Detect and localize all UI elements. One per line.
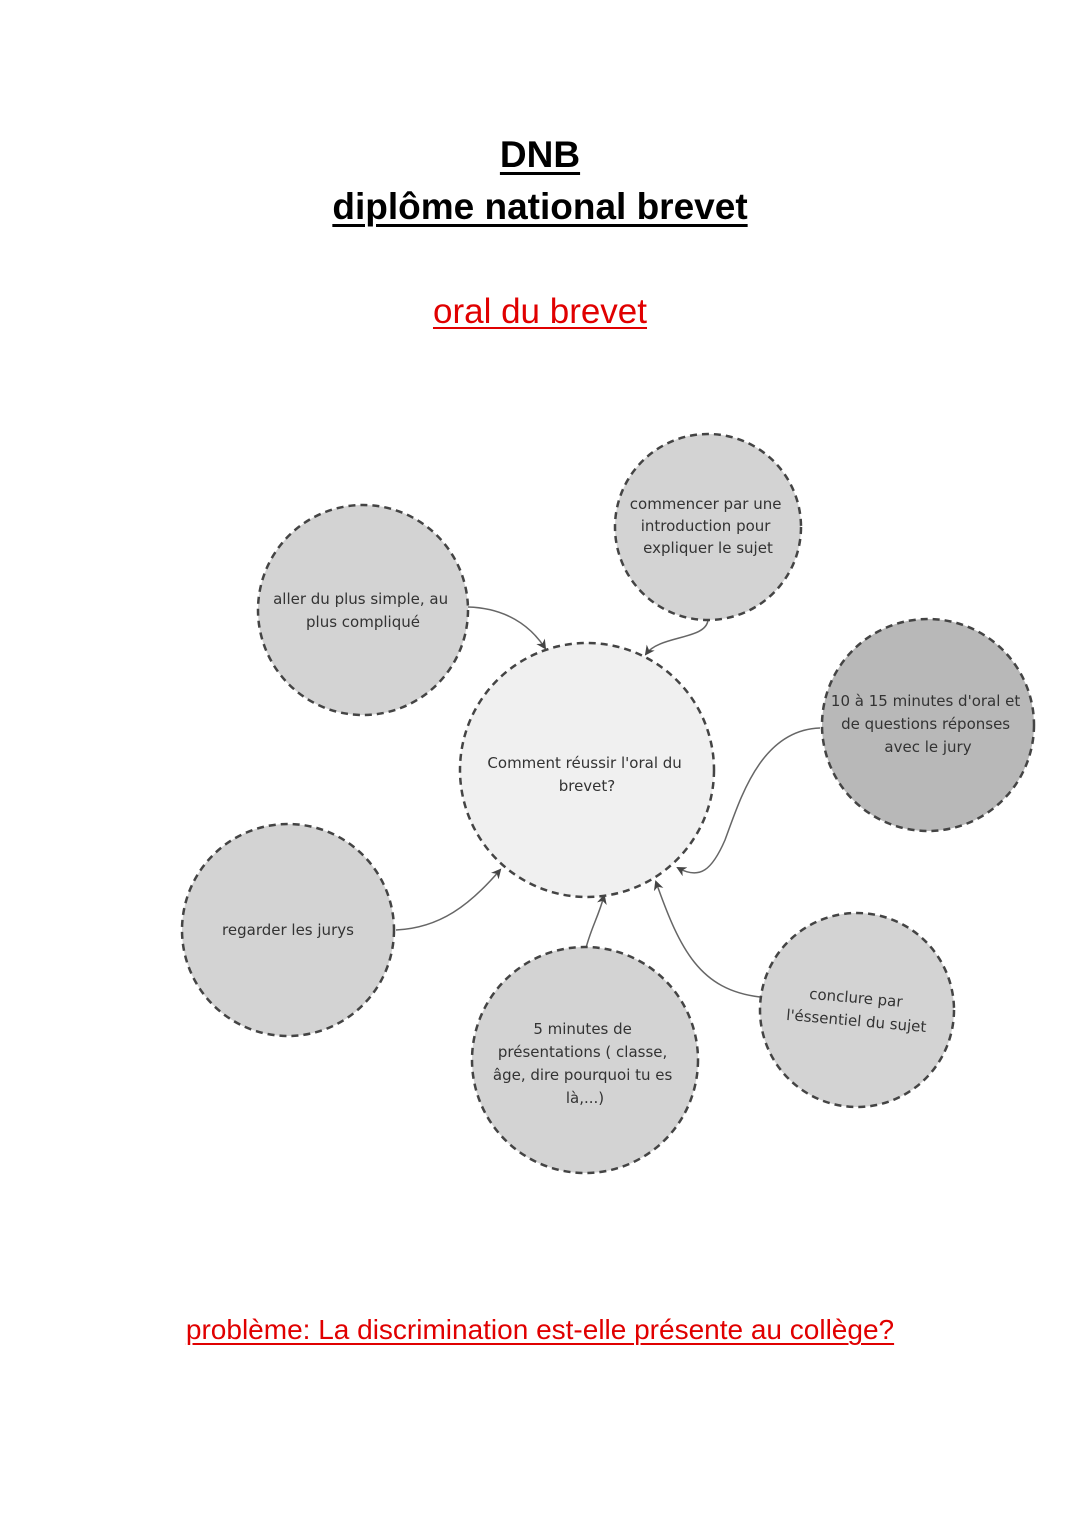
connector-simple [467, 606, 547, 650]
svg-text:10 à 15 minutes d'oral et: 10 à 15 minutes d'oral et de questions r… [831, 692, 1025, 756]
node-intro-line-1: commencer par une [630, 495, 782, 513]
center-circle [458, 641, 716, 899]
node-simple-circle [256, 503, 470, 717]
node-jury-circle [180, 822, 396, 1038]
node-intro-circle [613, 432, 803, 622]
center-node: Comment réussir l'oral du brevet? [458, 641, 716, 899]
node-simple-line-2: plus compliqué [306, 613, 420, 631]
node-jury: regarder les jurys [180, 822, 396, 1038]
connectors [395, 606, 821, 998]
node-conclude: conclure par l'éssentiel du sujet [758, 911, 956, 1109]
node-duration: 10 à 15 minutes d'oral et de questions r… [820, 617, 1036, 833]
connector-duration [676, 727, 821, 877]
node-duration-line-1: 10 à 15 minutes d'oral et [831, 692, 1021, 710]
svg-text:Comment réussir l'oral du: Comment réussir l'oral du brevet? [487, 754, 686, 795]
connector-presentation [584, 894, 607, 953]
node-presentation-circle [470, 945, 700, 1175]
node-simple-line-1: aller du plus simple, au [273, 590, 448, 608]
node-duration-line-3: avec le jury [884, 738, 971, 756]
node-presentation-line-4: là,...) [566, 1089, 604, 1107]
problem-statement: problème: La discrimination est-elle pré… [185, 1314, 895, 1345]
node-presentation-line-1: 5 minutes de [533, 1020, 632, 1038]
svg-text:regarder les jurys: regarder les jurys [222, 921, 354, 939]
center-line-2: brevet? [559, 777, 616, 795]
svg-text:commencer par une introd: commencer par une introduction pour expl… [630, 495, 786, 557]
node-presentation-line-3: âge, dire pourquoi tu es [493, 1066, 673, 1084]
node-duration-line-2: de questions réponses [841, 715, 1010, 733]
connector-intro [644, 619, 709, 656]
svg-text:aller du plus simple, au: aller du plus simple, au plus compliqué [273, 590, 453, 631]
connector-jury [395, 868, 502, 931]
document-subtitle: diplôme national brevet [332, 186, 748, 227]
node-duration-circle [820, 617, 1036, 833]
connector-conclude [653, 880, 761, 998]
node-simple: aller du plus simple, au plus compliqué [256, 503, 470, 717]
oral-heading: oral du brevet [432, 292, 648, 331]
center-line-1: Comment réussir l'oral du [487, 754, 681, 772]
node-intro-line-3: expliquer le sujet [643, 539, 773, 557]
svg-text:5 minutes de présentatio: 5 minutes de présentations ( classe, âge… [493, 1020, 677, 1107]
node-presentation-line-2: présentations ( classe, [498, 1043, 667, 1061]
node-intro-line-2: introduction pour [641, 517, 772, 535]
document-title: DNB [499, 134, 581, 175]
node-jury-line-1: regarder les jurys [222, 921, 354, 939]
node-intro: commencer par une introduction pour expl… [613, 432, 803, 622]
node-conclude-circle [758, 911, 956, 1109]
node-presentation: 5 minutes de présentations ( classe, âge… [470, 945, 700, 1175]
